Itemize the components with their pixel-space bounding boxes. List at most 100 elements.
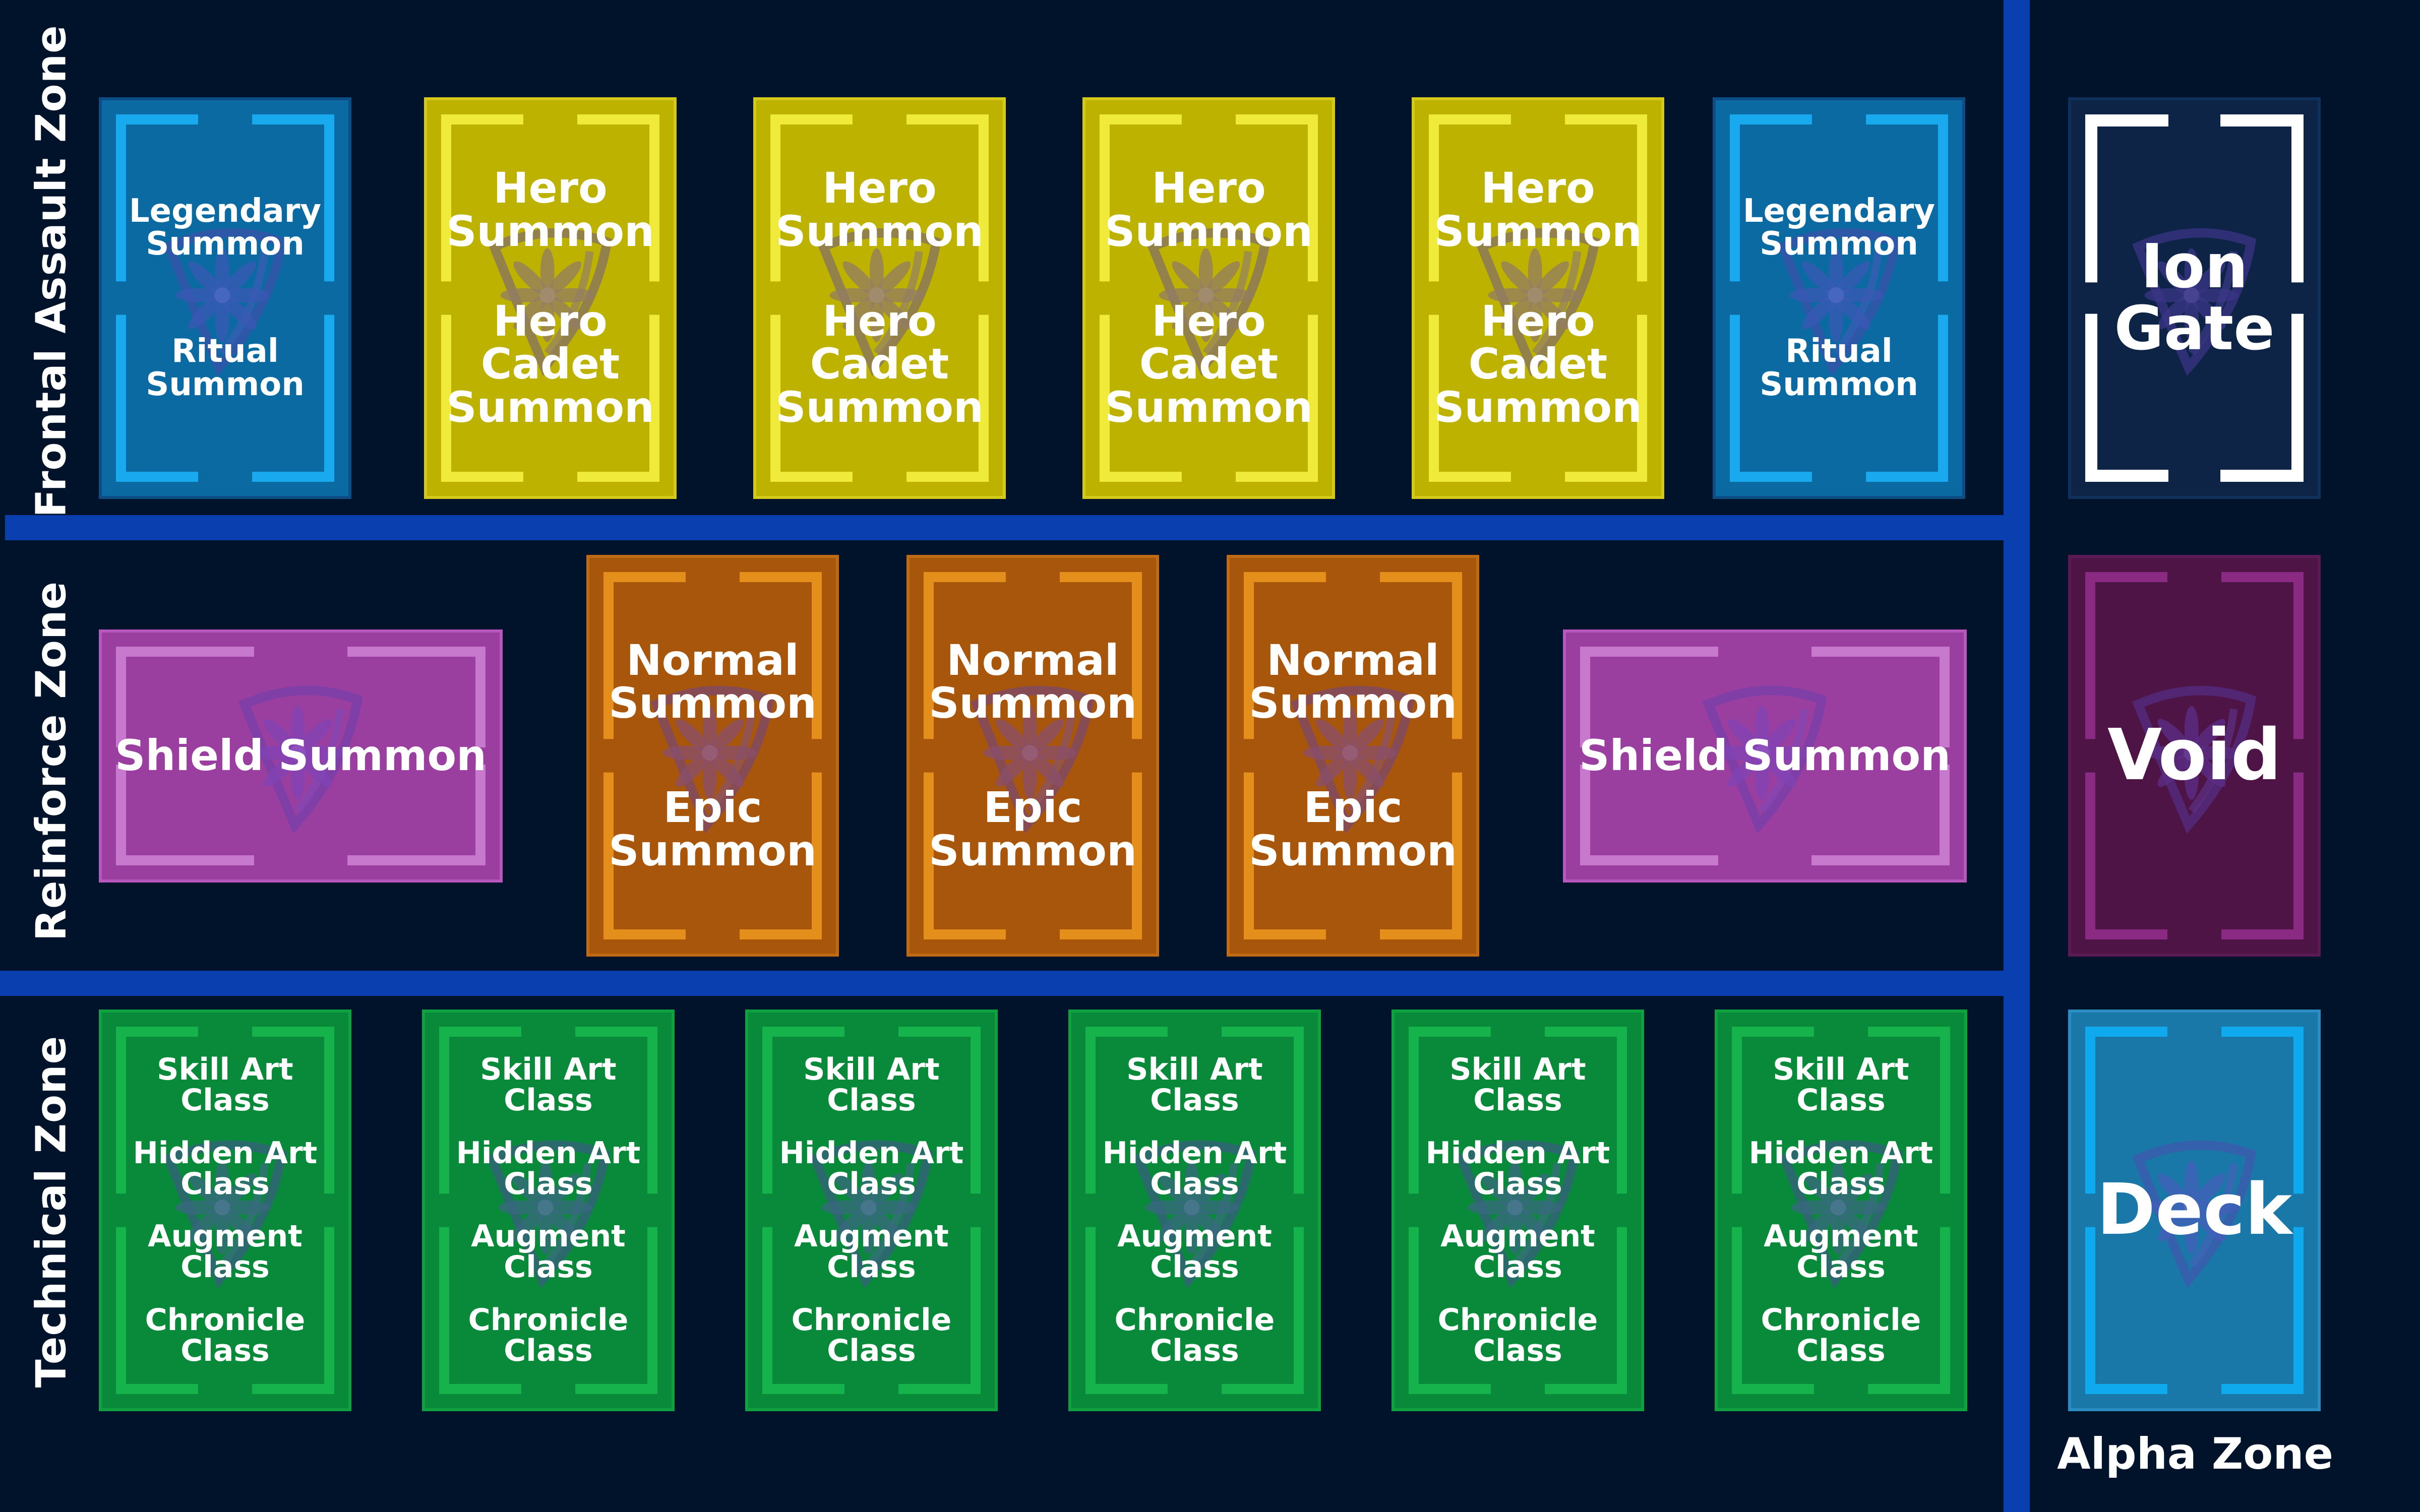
card-frame-decoration [2085,572,2304,939]
shield-flower-emblem-icon [1475,228,1600,376]
card-label: Augment Class [1117,1219,1272,1285]
shield-flower-emblem-icon [2132,1140,2256,1288]
frontal-assault-zone-label: Frontal Assault Zone [27,25,76,518]
card-label: Skill Art Class [803,1052,940,1118]
card-frame-decoration [1244,572,1462,939]
alpha-zone-label: Alpha Zone [2057,1429,2333,1479]
shield-flower-emblem-icon [162,1140,287,1288]
deck-slot[interactable]: Deck [2068,1010,2321,1411]
ion-gate-slot[interactable]: Ion Gate [2068,97,2321,499]
card-frame-decoration [441,114,659,482]
card-label: Hero Summon [775,163,984,256]
shield-flower-emblem-icon [1146,228,1270,376]
card-frame-decoration [116,1027,334,1394]
card-label: Augment Class [471,1219,626,1285]
shield-flower-emblem-icon [488,228,612,376]
card-text-block: Shield Summon [102,633,500,879]
shield-flower-emblem-icon [970,685,1095,834]
card-label: Void [2107,714,2282,797]
card-label: Hidden Art Class [456,1135,641,1202]
card-label: Shield Summon [114,731,487,781]
card-text-block: Shield Summon [1566,633,1964,879]
card-frame-decoration [2085,114,2304,482]
card-frame-decoration [924,572,1142,939]
card-frame-decoration [1085,1027,1304,1394]
card-label: Augment Class [148,1219,302,1285]
card-label: Augment Class [794,1219,949,1285]
shield-flower-emblem-icon [1778,1140,1903,1288]
zone-divider-top [5,515,2004,540]
card-frame-decoration [1429,114,1647,482]
card-label: Hero Cadet Summon [446,296,654,432]
shield-summon-slot-1[interactable]: Shield Summon [99,629,503,883]
card-label: Chronicle Class [1114,1302,1275,1368]
shield-flower-emblem-icon [486,1140,610,1288]
card-label: Hero Summon [1434,163,1642,256]
card-label: Epic Summon [929,782,1137,875]
shield-flower-emblem-icon [2132,228,2256,376]
card-label: Chronicle Class [1761,1302,1921,1368]
card-text-block: Ion Gate [2071,100,2318,496]
card-text-block: Void [2071,558,2318,954]
shield-flower-emblem-icon [2132,685,2256,834]
card-label: Legendary Summon [129,192,322,263]
card-label: Skill Art Class [1126,1052,1263,1118]
void-slot[interactable]: Void [2068,555,2321,957]
shield-flower-emblem-icon [809,1140,933,1288]
card-label: Hero Summon [1105,163,1313,256]
card-label: Hero Cadet Summon [1434,296,1642,432]
card-frame-decoration [603,572,822,939]
card-label: Skill Art Class [480,1052,617,1118]
shield-flower-emblem-icon [650,685,774,834]
shield-flower-emblem-icon [1455,1140,1580,1288]
shield-flower-emblem-icon [1290,685,1415,834]
card-label: Legendary Summon [1742,192,1935,263]
card-label: Hidden Art Class [779,1135,964,1202]
card-label: Hidden Art Class [1425,1135,1610,1202]
card-label: Normal Summon [609,635,817,728]
shield-summon-slot-2[interactable]: Shield Summon [1563,629,1967,883]
card-frame-decoration [770,114,989,482]
card-label: Skill Art Class [157,1052,293,1118]
card-label: Augment Class [1440,1219,1595,1285]
card-label: Augment Class [1764,1219,1918,1285]
card-label: Epic Summon [1249,782,1457,875]
card-label: Shield Summon [1579,731,1951,781]
card-label: Skill Art Class [1773,1052,1909,1118]
card-label: Epic Summon [609,782,817,875]
card-label: Ritual Summon [146,333,305,403]
shield-flower-emblem-icon [1776,228,1901,376]
card-label: Hero Cadet Summon [775,296,984,432]
shield-flower-emblem-icon [817,228,941,376]
card-label: Hidden Art Class [1102,1135,1287,1202]
card-label: Chronicle Class [468,1302,629,1368]
